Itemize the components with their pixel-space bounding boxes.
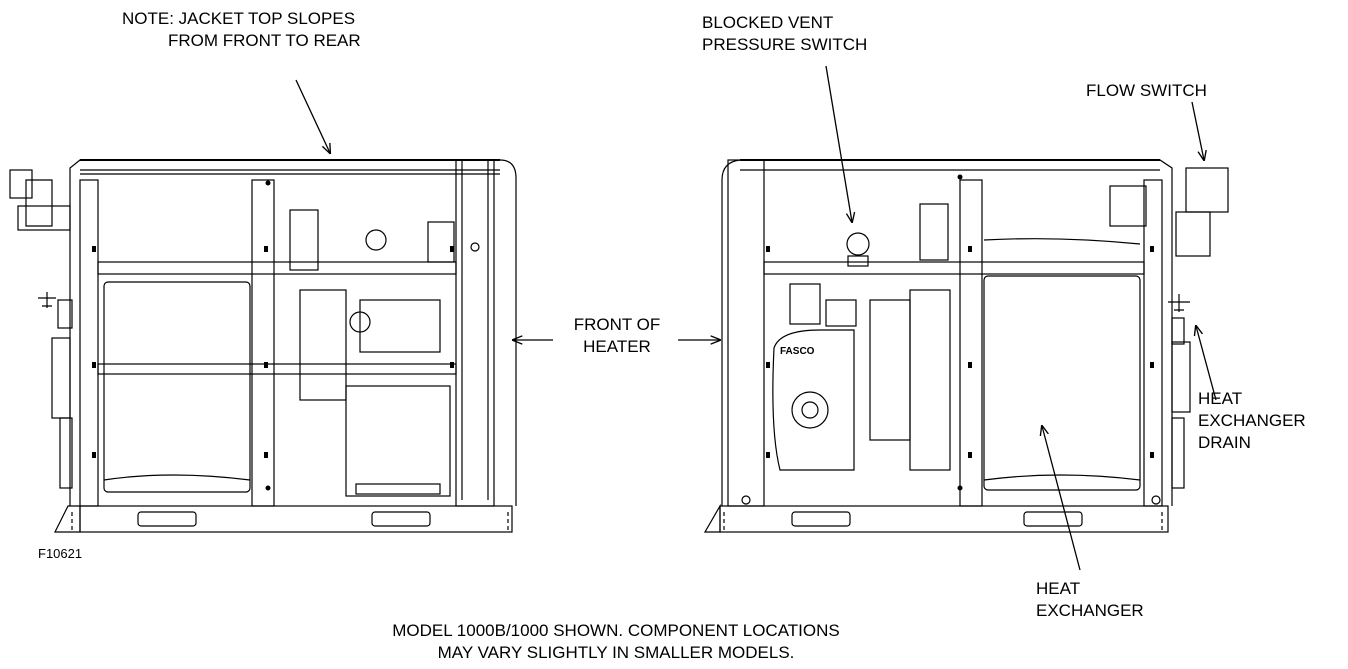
right-side-view xyxy=(703,159,1229,533)
left-base-slot xyxy=(371,511,431,527)
left-gas-valve xyxy=(289,209,319,271)
front-of-heater-label: FRONT OF HEATER xyxy=(558,314,676,358)
left-cabinet xyxy=(69,159,517,506)
front-of-heater-line-1: FRONT OF xyxy=(573,315,661,334)
model-note-line-2: MAY VARY SLIGHTLY IN SMALLER MODELS. xyxy=(437,643,795,662)
right-base-slot xyxy=(1023,511,1083,527)
jacket-note-leader xyxy=(295,79,330,153)
front-of-heater-line-2: HEATER xyxy=(583,337,651,356)
left-post xyxy=(251,179,275,507)
left-rail xyxy=(97,363,457,375)
blocked-vent-line-2: PRESSURE SWITCH xyxy=(702,35,868,54)
model-note-line-1: MODEL 1000B/1000 SHOWN. COMPONENT LOCATI… xyxy=(392,621,840,640)
right-post xyxy=(1143,179,1163,507)
left-post xyxy=(79,179,99,507)
right-cabinet xyxy=(721,159,1173,506)
hx-drain-line-3: DRAIN xyxy=(1198,433,1251,452)
left-drain-valve xyxy=(38,292,56,308)
heat-exchanger-label: HEAT EXCHANGER xyxy=(1036,578,1144,622)
right-drain-valve xyxy=(1168,294,1190,312)
heat-exchanger-line-2: EXCHANGER xyxy=(1036,601,1144,620)
jacket-note-label: NOTE: JACKET TOP SLOPES FROM FRONT TO RE… xyxy=(122,8,361,52)
heat-exchanger-line-1: HEAT xyxy=(1036,579,1081,598)
blocked-vent-switch-shape xyxy=(846,232,870,256)
heat-exchanger-leader xyxy=(1042,426,1081,571)
blocked-vent-label: BLOCKED VENT PRESSURE SWITCH xyxy=(702,12,867,56)
right-blower-hub xyxy=(791,391,829,429)
flow-switch-leader xyxy=(1191,101,1204,160)
left-flow-switch-box xyxy=(9,169,33,199)
right-blower xyxy=(772,329,855,471)
flow-switch-label: FLOW SWITCH xyxy=(1086,81,1207,100)
figure-id: F10621 xyxy=(38,546,83,561)
left-control-box xyxy=(345,385,451,497)
left-base-foot xyxy=(54,505,81,533)
blower-brand-logo: FASCO xyxy=(780,346,815,357)
hx-drain-label: HEAT EXCHANGER DRAIN xyxy=(1198,388,1306,454)
right-base-slot xyxy=(791,511,851,527)
jacket-note-line-1: NOTE: JACKET TOP SLOPES xyxy=(122,9,356,28)
left-base-skid xyxy=(79,505,513,533)
right-rail xyxy=(763,261,1145,275)
left-gauge xyxy=(365,229,387,251)
right-gas-valve xyxy=(789,283,821,325)
right-heat-exchanger xyxy=(983,275,1141,491)
model-note: MODEL 1000B/1000 SHOWN. COMPONENT LOCATI… xyxy=(318,620,914,664)
blocked-vent-leader xyxy=(825,65,852,222)
right-front-post xyxy=(727,159,765,507)
left-base-slot xyxy=(137,511,197,527)
hx-drain-line-2: EXCHANGER xyxy=(1198,411,1306,430)
right-post xyxy=(959,179,983,507)
left-side-view xyxy=(9,159,517,533)
jacket-note-line-2: FROM FRONT TO REAR xyxy=(168,31,361,50)
leader-lines xyxy=(295,65,1217,571)
left-rail xyxy=(97,261,457,275)
hx-drain-line-1: HEAT xyxy=(1198,389,1243,408)
left-heat-exchanger xyxy=(103,281,251,493)
right-base-skid xyxy=(719,505,1169,533)
blocked-vent-line-1: BLOCKED VENT xyxy=(702,13,834,32)
left-front-post xyxy=(455,159,495,507)
flow-switch-shape xyxy=(1185,167,1229,213)
hx-drain-leader xyxy=(1196,326,1217,401)
